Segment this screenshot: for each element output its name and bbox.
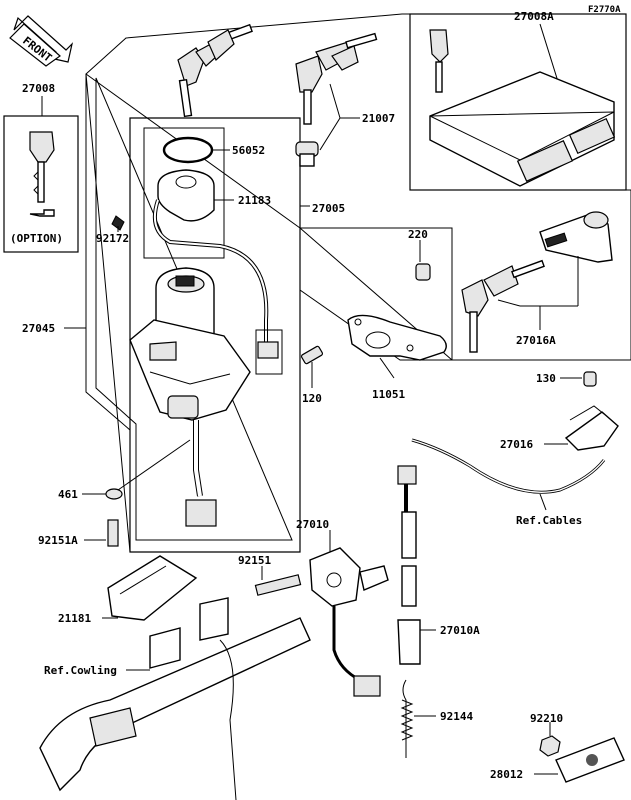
key-icon bbox=[29, 131, 55, 203]
ecu-key-icon bbox=[429, 29, 449, 93]
label-plate-28012-icon bbox=[555, 737, 625, 783]
bracket-21181-icon bbox=[107, 555, 198, 621]
washer-461-icon bbox=[105, 488, 123, 500]
label-27008: 27008 bbox=[22, 82, 55, 95]
cap-connector-icon bbox=[257, 341, 279, 359]
connector-outline bbox=[255, 329, 283, 375]
label-ref-cowling: Ref.Cowling bbox=[44, 664, 117, 677]
ecu-box-outline bbox=[409, 13, 627, 191]
lock-cylinder-icon bbox=[295, 141, 319, 167]
label-27008A: 27008A bbox=[514, 10, 554, 23]
label-27016: 27016 bbox=[500, 438, 533, 451]
leader-27008A bbox=[539, 23, 561, 89]
label-ref-cables: Ref.Cables bbox=[516, 514, 582, 527]
bolt-130-icon bbox=[583, 371, 597, 387]
label-21007: 21007 bbox=[362, 112, 395, 125]
bolt-220-icon bbox=[415, 263, 431, 281]
label-92172: 92172 bbox=[96, 232, 129, 245]
label-130: 130 bbox=[536, 372, 556, 385]
leader-21007a bbox=[329, 83, 341, 119]
seat-lock-outline bbox=[299, 227, 453, 361]
label-120: 120 bbox=[302, 392, 322, 405]
nut-92210-icon bbox=[539, 735, 561, 757]
set-outline-left bbox=[85, 73, 131, 553]
key-blank-icon bbox=[29, 209, 55, 217]
leader-461b bbox=[117, 439, 191, 491]
label-27005: 27005 bbox=[312, 202, 345, 215]
label-21183: 21183 bbox=[238, 194, 271, 207]
option-label: (OPTION) bbox=[10, 232, 63, 245]
front-arrow-icon bbox=[9, 15, 74, 67]
bracket-11051-icon bbox=[347, 314, 447, 361]
figure-code: F2770A bbox=[588, 5, 621, 15]
leader-ref-cables bbox=[539, 493, 547, 511]
label-92151: 92151 bbox=[238, 554, 271, 567]
screw-92172-icon bbox=[111, 215, 125, 231]
switch-connector-icon bbox=[185, 499, 217, 527]
o-ring-56052 bbox=[162, 136, 214, 164]
cap-wire-inner bbox=[154, 199, 268, 346]
label-56052: 56052 bbox=[232, 144, 265, 157]
leader-11051 bbox=[379, 357, 395, 379]
switch-27010-icon bbox=[309, 547, 389, 607]
keys-21007-icon bbox=[295, 32, 378, 125]
seat-keys-icon bbox=[461, 259, 545, 353]
label-28012: 28012 bbox=[490, 768, 523, 781]
label-461: 461 bbox=[58, 488, 78, 501]
label-92144: 92144 bbox=[440, 710, 473, 723]
cowling-stay-icon bbox=[39, 597, 311, 800]
bolt-92151-icon bbox=[254, 574, 302, 596]
ignition-keys-icon bbox=[177, 23, 253, 118]
label-11051: 11051 bbox=[372, 388, 405, 401]
cable-inner bbox=[411, 439, 605, 493]
bolt-92151A-icon bbox=[107, 519, 119, 547]
ecu-unit-icon bbox=[429, 71, 616, 187]
switch-27010-connector-icon bbox=[353, 675, 381, 697]
label-27010A: 27010A bbox=[440, 624, 480, 637]
lever-27016-icon bbox=[564, 405, 619, 451]
switch-harness-inner bbox=[194, 420, 202, 497]
bolt-120-icon bbox=[300, 345, 324, 365]
label-21181: 21181 bbox=[58, 612, 91, 625]
seat-lock-icon bbox=[539, 211, 613, 263]
cap-group-outline bbox=[143, 127, 225, 259]
label-92151A: 92151A bbox=[38, 534, 78, 547]
ignition-assembly-outline-27005 bbox=[129, 117, 301, 553]
switch-wire bbox=[332, 606, 361, 682]
label-27010: 27010 bbox=[296, 518, 329, 531]
leader-21007c bbox=[319, 117, 341, 151]
label-220: 220 bbox=[408, 228, 428, 241]
set-outline-inner bbox=[95, 77, 293, 541]
switch-27010A-icon bbox=[397, 465, 421, 665]
spring-92144-icon bbox=[400, 679, 414, 758]
label-27045: 27045 bbox=[22, 322, 55, 335]
ignition-switch-icon bbox=[129, 267, 251, 421]
label-92210: 92210 bbox=[530, 712, 563, 725]
cap-21183-icon bbox=[157, 169, 215, 222]
label-27016A: 27016A bbox=[516, 334, 556, 347]
leader-27016A-a bbox=[497, 299, 521, 307]
